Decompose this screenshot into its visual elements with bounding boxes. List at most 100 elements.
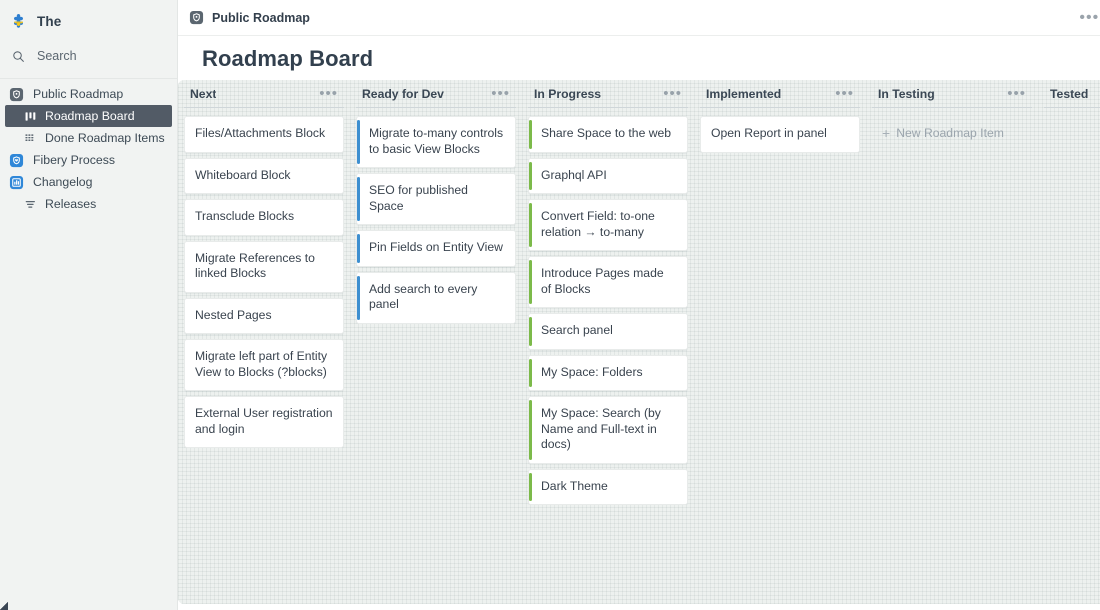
sidebar-item-changelog[interactable]: Changelog — [0, 171, 177, 193]
board-shell: Roadmap Board Next ••• Files/Attachments B… — [178, 36, 1100, 610]
workspace-name: The — [37, 13, 62, 29]
column-menu-icon[interactable]: ••• — [491, 84, 510, 102]
column-title[interactable]: Tested — [1050, 86, 1089, 101]
board-column: Implemented ••• Open Report in panel — [694, 80, 866, 604]
column-body: Open Report in panel — [700, 116, 860, 153]
board-card[interactable]: Migrate left part of Entity View to Bloc… — [184, 339, 344, 391]
card-title: Migrate left part of Entity View to Bloc… — [195, 349, 328, 379]
card-title: Graphql API — [541, 167, 607, 182]
board-card[interactable]: Add search to every panel — [356, 271, 516, 324]
page-title[interactable]: Roadmap Board — [202, 46, 374, 71]
column-header: In Progress ••• — [528, 80, 688, 108]
board-card[interactable]: Pin Fields on Entity View — [356, 230, 516, 267]
board-card[interactable]: Migrate References to linked Blocks — [184, 240, 344, 293]
plus-icon: + — [882, 125, 891, 141]
board-card[interactable]: SEO for published Space — [356, 173, 516, 225]
space-shield-icon — [188, 9, 205, 26]
column-title[interactable]: In Progress — [534, 86, 602, 101]
board-card[interactable]: Graphql API — [528, 157, 688, 194]
corner-artifact — [0, 602, 8, 610]
board-card[interactable]: Convert Field: to-one relation → to-many — [528, 199, 688, 251]
breadcrumb[interactable]: Public Roadmap — [188, 9, 310, 26]
sidebar-item-done-roadmap-items[interactable]: Done Roadmap Items — [0, 127, 177, 149]
fibery-puzzle-logo-icon — [10, 13, 27, 30]
board-card[interactable]: My Space: Folders — [528, 354, 688, 391]
board-card[interactable]: External User registration and login — [184, 396, 344, 448]
board-card[interactable]: Migrate to-many controls to basic View B… — [356, 116, 516, 168]
top-bar: Public Roadmap ••• Try Fibery — [178, 0, 1100, 36]
column-header: In Testing ••• — [872, 80, 1032, 108]
card-title: Add search to every panel — [369, 281, 478, 312]
sidebar-item-public-roadmap[interactable]: Public Roadmap — [0, 83, 177, 105]
column-header: Implemented ••• — [700, 80, 860, 108]
sidebar-item-label: Fibery Process — [33, 153, 116, 167]
card-title: SEO for published Space — [369, 183, 468, 213]
column-title[interactable]: Next — [190, 86, 217, 101]
column-header: Next ••• — [184, 80, 344, 108]
board-column: Tested — [1038, 80, 1100, 604]
board-card[interactable]: My Space: Search (by Name and Full-text … — [528, 396, 688, 464]
card-title: Convert Field: to-one relation → to-many — [541, 209, 655, 239]
column-menu-icon[interactable]: ••• — [319, 84, 338, 102]
sidebar-item-label: Changelog — [33, 175, 93, 189]
card-title: Search panel — [541, 323, 613, 337]
chart-app-icon — [8, 174, 25, 191]
sidebar-item-label: Releases — [45, 197, 97, 211]
column-menu-icon[interactable]: ••• — [835, 84, 854, 102]
sidebar-item-label: Done Roadmap Items — [45, 131, 165, 145]
card-title: Transclude Blocks — [195, 209, 295, 223]
card-title: Pin Fields on Entity View — [369, 240, 503, 254]
sidebar-item-label: Public Roadmap — [33, 87, 124, 101]
search-input[interactable]: Search — [0, 42, 177, 70]
sidebar-divider — [0, 78, 177, 79]
card-title: My Space: Folders — [541, 364, 643, 379]
column-header: Ready for Dev ••• — [356, 80, 516, 108]
more-options-icon[interactable]: ••• — [1079, 8, 1100, 26]
card-title: Introduce Pages made of Blocks — [541, 266, 664, 296]
shield-heart-icon — [8, 152, 25, 169]
card-title: Nested Pages — [195, 307, 272, 322]
column-body: Migrate to-many controls to basic View B… — [356, 116, 516, 324]
card-title: Whiteboard Block — [195, 167, 291, 182]
board-card[interactable]: Introduce Pages made of Blocks — [528, 256, 688, 308]
column-title[interactable]: Implemented — [706, 86, 782, 101]
card-title: Files/Attachments Block — [195, 126, 326, 140]
card-title: Open Report in panel — [711, 126, 827, 140]
column-menu-icon[interactable]: ••• — [663, 84, 682, 102]
breadcrumb-label: Public Roadmap — [212, 10, 310, 25]
card-title: Dark Theme — [541, 478, 608, 493]
sidebar-item-roadmap-board[interactable]: Roadmap Board — [5, 105, 172, 127]
column-menu-icon[interactable]: ••• — [1007, 84, 1026, 102]
workspace-logo-row[interactable]: The — [0, 0, 177, 42]
column-title[interactable]: Ready for Dev — [362, 86, 444, 101]
card-title: External User registration and login — [195, 406, 333, 436]
board-card[interactable]: Share Space to the web — [528, 116, 688, 153]
card-title: My Space: Search (by Name and Full-text … — [541, 406, 661, 451]
board-card[interactable]: Dark Theme — [528, 468, 688, 505]
board-card[interactable]: Search panel — [528, 313, 688, 350]
sidebar-item-label: Roadmap Board — [45, 109, 135, 123]
board-card[interactable]: Open Report in panel — [700, 116, 860, 153]
board-card[interactable]: Transclude Blocks — [184, 199, 344, 236]
new-roadmap-item-button[interactable]: +New Roadmap Item — [872, 116, 1032, 150]
card-title: Share Space to the web — [541, 126, 672, 140]
sidebar-item-releases[interactable]: Releases — [0, 193, 177, 215]
search-placeholder: Search — [37, 49, 77, 63]
board-card[interactable]: Files/Attachments Block — [184, 116, 344, 153]
board-card[interactable]: Nested Pages — [184, 297, 344, 334]
column-body: +New Roadmap Item — [872, 116, 1032, 150]
board-title-wrap: Roadmap Board — [178, 36, 1100, 80]
column-title[interactable]: In Testing — [878, 86, 935, 101]
search-icon — [12, 50, 25, 63]
board-card[interactable]: Whiteboard Block — [184, 157, 344, 194]
sidebar-item-fibery-process[interactable]: Fibery Process — [0, 149, 177, 171]
board-columns-icon — [24, 110, 37, 123]
card-title: Migrate References to linked Blocks — [195, 250, 315, 281]
